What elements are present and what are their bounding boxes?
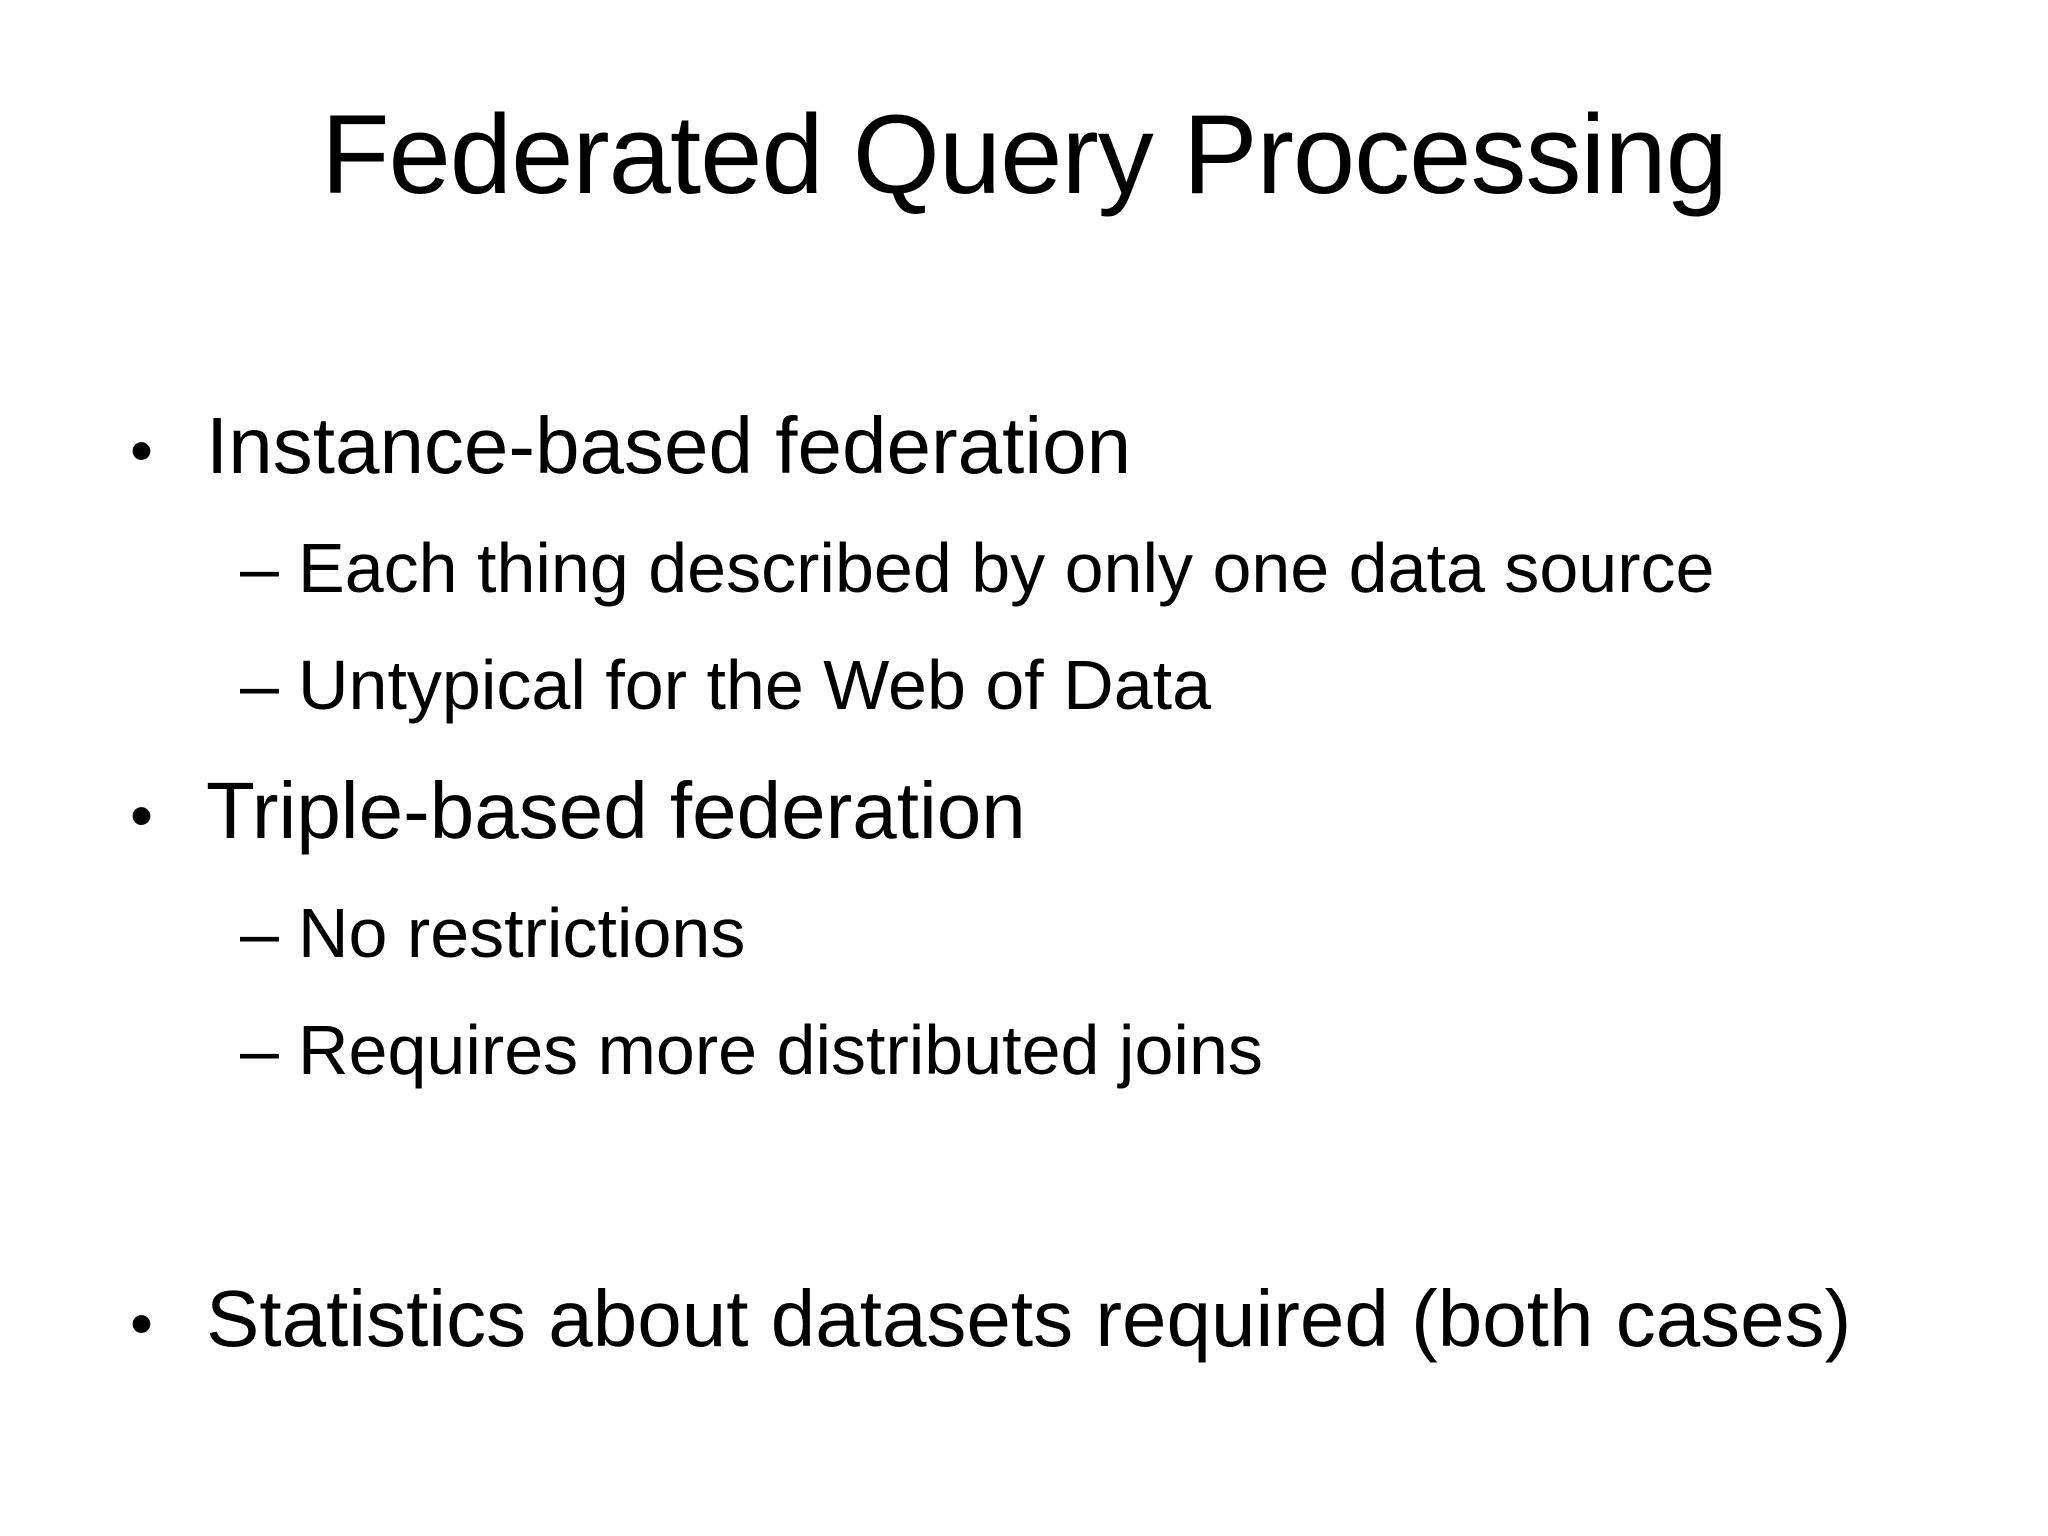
- bullet-text: Requires more distributed joins: [298, 1010, 1263, 1089]
- bullet-text: Triple-based federation: [206, 765, 1026, 855]
- dash-marker: –: [240, 646, 279, 725]
- bullet-item: – Requires more distributed joins: [130, 1004, 2008, 1097]
- bullet-text: Untypical for the Web of Data: [298, 646, 1212, 725]
- bullet-item: • Statistics about datasets required (bo…: [130, 1267, 2008, 1371]
- bullet-item: • Triple-based federation: [130, 759, 2008, 863]
- bullet-list: • Instance-based federation – Each thing…: [0, 394, 2048, 1370]
- slide-title: Federated Query Processing: [321, 92, 1728, 217]
- bullet-marker: •: [130, 414, 153, 488]
- bullet-marker: •: [130, 1286, 153, 1360]
- dash-marker: –: [240, 893, 279, 972]
- bullet-text: Each thing described by only one data so…: [298, 529, 1715, 608]
- bullet-item: • Instance-based federation: [130, 394, 2008, 498]
- dash-marker: –: [240, 529, 279, 608]
- bullet-item: – No restrictions: [130, 887, 2008, 980]
- bullet-item: – Untypical for the Web of Data: [130, 639, 2008, 732]
- bullet-text: Instance-based federation: [206, 401, 1132, 491]
- dash-marker: –: [240, 1010, 279, 1089]
- bullet-item: – Each thing described by only one data …: [130, 522, 2008, 615]
- bullet-text: Statistics about datasets required (both…: [206, 1273, 1852, 1363]
- bullet-text: No restrictions: [298, 893, 746, 972]
- bullet-marker: •: [130, 778, 153, 852]
